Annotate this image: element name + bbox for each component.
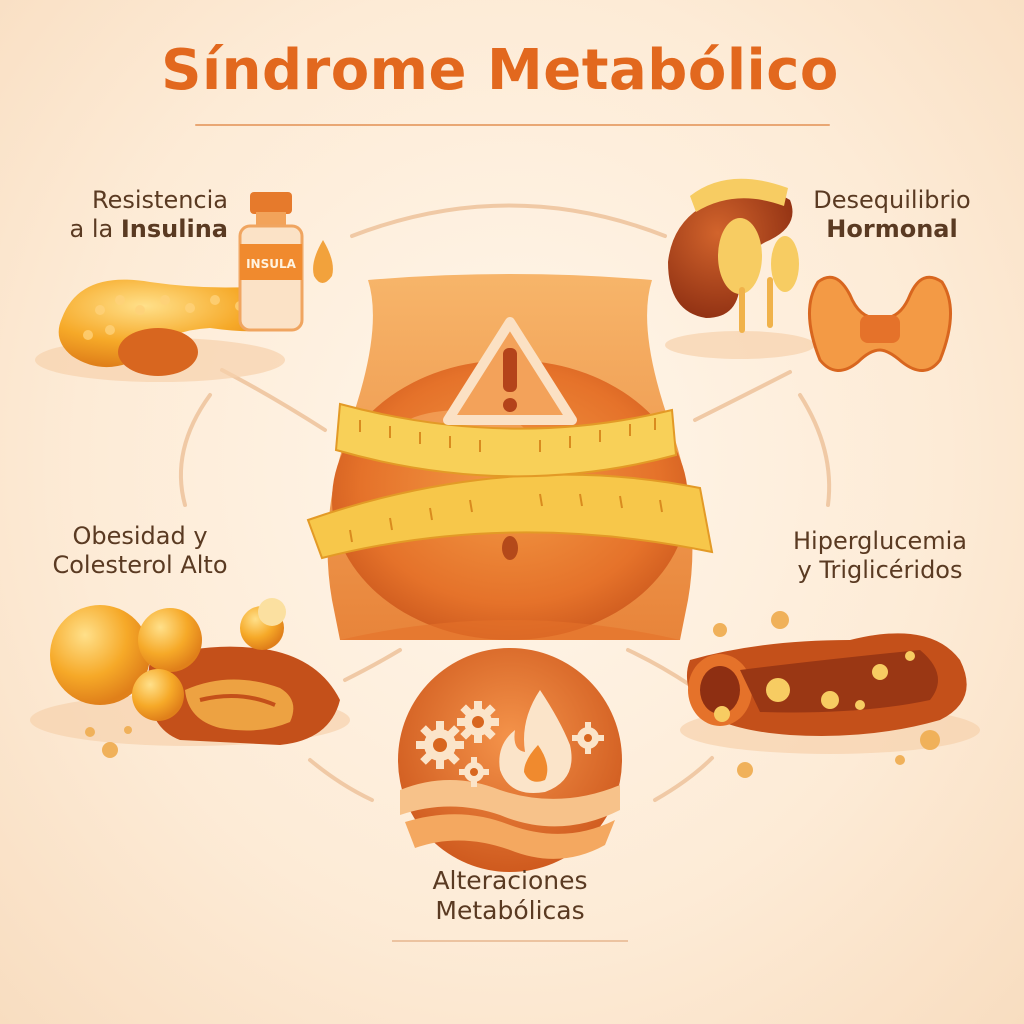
bottle-label: INSULA <box>246 257 297 271</box>
gear-icon <box>416 701 604 787</box>
label-metabolic-alterations: Alteraciones Metabólicas <box>432 866 588 925</box>
warning-icon <box>443 317 577 425</box>
insulin-bottle-icon: INSULA <box>238 192 333 332</box>
page-title: Síndrome Metabólico <box>161 38 839 103</box>
alter-divider <box>392 940 628 942</box>
measuring-tape-icon <box>306 402 714 560</box>
thyroid-icon <box>808 275 952 372</box>
kidney-icon <box>665 178 815 359</box>
flame-icon <box>499 690 572 794</box>
title-divider <box>195 124 830 126</box>
blood-vessel-icon <box>680 611 980 778</box>
label-insulin-resistance: Resistencia a la Insulina <box>69 186 228 243</box>
label-hyperglycemia: Hiperglucemia y Triglicéridos <box>793 527 967 584</box>
label-obesity-cholesterol: Obesidad y Colesterol Alto <box>52 522 228 579</box>
liver-icon <box>30 598 350 758</box>
label-hormonal-imbalance: Desequilibrio Hormonal <box>813 186 971 243</box>
